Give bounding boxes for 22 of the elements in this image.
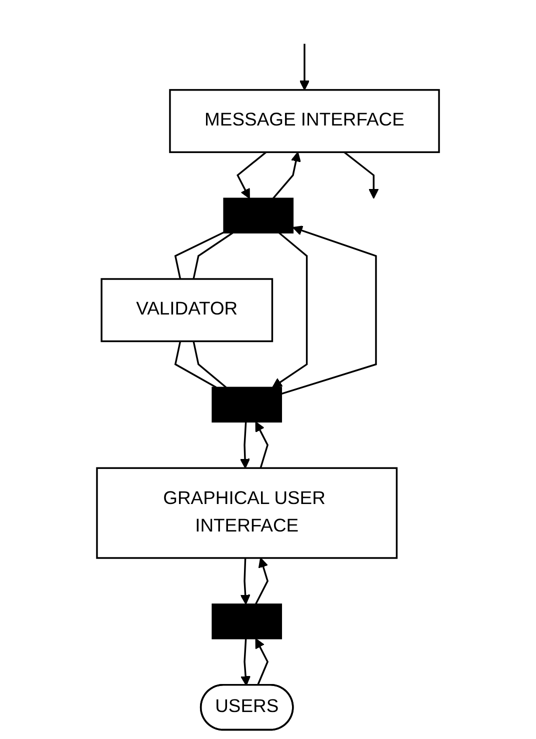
node-bar xyxy=(223,198,294,234)
arrow xyxy=(344,152,379,199)
arrow xyxy=(240,558,250,605)
arrow xyxy=(255,638,269,686)
arrow xyxy=(281,226,377,395)
connector xyxy=(174,341,217,388)
arrow xyxy=(255,422,269,468)
node-box: GRAPHICAL USER INTERFACE xyxy=(96,467,398,559)
node-box: VALIDATOR xyxy=(100,278,274,342)
arrow xyxy=(240,638,251,686)
arrow xyxy=(240,422,250,469)
arrow xyxy=(236,152,267,199)
node-bar xyxy=(212,604,282,640)
connector xyxy=(192,341,227,388)
arrow xyxy=(299,44,310,90)
arrow xyxy=(272,232,308,388)
arrow xyxy=(254,558,269,604)
connector xyxy=(174,232,224,280)
node-box: MESSAGE INTERFACE xyxy=(169,89,440,154)
node-bar xyxy=(212,386,282,423)
connector xyxy=(192,232,234,280)
arrow xyxy=(272,152,301,199)
